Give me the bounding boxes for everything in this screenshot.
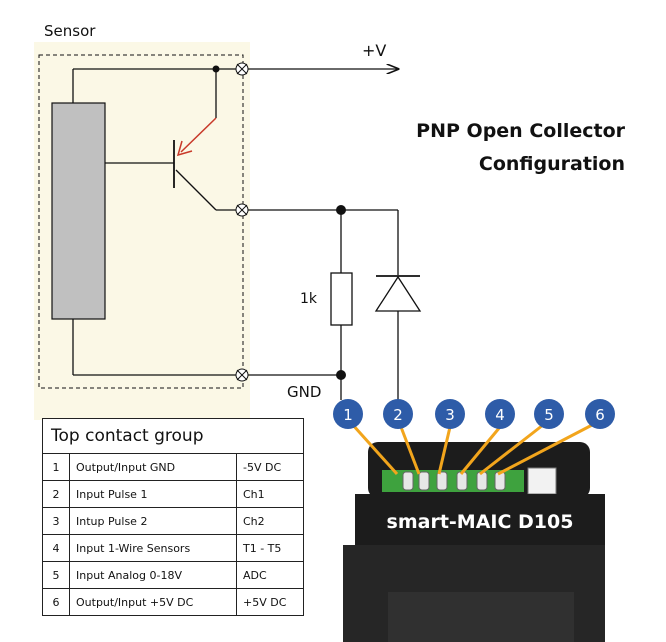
value-cell: +5V DC <box>236 588 304 616</box>
pin-number: 6 <box>595 406 605 424</box>
pin-number: 4 <box>495 406 505 424</box>
function-cell: Input Pulse 1 <box>69 480 237 508</box>
table-row: 4 Input 1-Wire Sensors T1 - T5 <box>42 534 304 562</box>
function-cell: Input Analog 0-18V <box>69 561 237 589</box>
pin-num-cell: 6 <box>42 588 70 616</box>
device: smart-MAIC D105 <box>343 442 605 642</box>
table-row: 2 Input Pulse 1 Ch1 <box>42 480 304 508</box>
pin-badge: 4 <box>485 399 515 429</box>
value-cell: ADC <box>236 561 304 589</box>
emitter-arrow-shaft <box>180 117 217 153</box>
resistor <box>330 272 353 326</box>
function-cell: Output/Input GND <box>69 453 237 481</box>
terminal-block <box>382 470 524 492</box>
pin-badge: 1 <box>333 399 363 429</box>
device-name: smart-MAIC D105 <box>387 511 574 533</box>
connector-socket <box>527 467 557 495</box>
config-title-line1: PNP Open Collector <box>416 120 625 142</box>
table-header-row: Top contact group <box>42 418 304 454</box>
value-cell: Ch1 <box>236 480 304 508</box>
pin-badge: 3 <box>435 399 465 429</box>
terminal-screws <box>402 471 506 491</box>
sensor-element <box>51 102 106 320</box>
collector-lead <box>175 169 217 211</box>
pin-number: 1 <box>343 406 353 424</box>
function-cell: Input 1-Wire Sensors <box>69 534 237 562</box>
function-cell: Output/Input +5V DC <box>69 588 237 616</box>
terminal-screw-icon <box>235 368 249 382</box>
pin-num-cell: 1 <box>42 453 70 481</box>
emitter-arrow-icon <box>176 140 193 157</box>
function-cell: Intup Pulse 2 <box>69 507 237 535</box>
pin-badge: 6 <box>585 399 615 429</box>
value-cell: -5V DC <box>236 453 304 481</box>
resistor-label: 1k <box>300 291 318 307</box>
pin-badge: 2 <box>383 399 413 429</box>
pin-number: 3 <box>445 406 455 424</box>
device-body-upper <box>355 494 605 548</box>
diode-icon <box>374 275 422 312</box>
table-row: 3 Intup Pulse 2 Ch2 <box>42 507 304 535</box>
pin-num-cell: 3 <box>42 507 70 535</box>
sensor-label: Sensor <box>44 22 96 40</box>
pin-num-cell: 2 <box>42 480 70 508</box>
value-cell: T1 - T5 <box>236 534 304 562</box>
sensor-boundary <box>38 54 244 389</box>
pin-num-cell: 5 <box>42 561 70 589</box>
table-row: 6 Output/Input +5V DC +5V DC <box>42 588 304 616</box>
table-row: 5 Input Analog 0-18V ADC <box>42 561 304 589</box>
ground-label: GND <box>287 383 321 401</box>
terminal-screw-icon <box>235 62 249 76</box>
table-title: Top contact group <box>42 418 304 454</box>
table-row: 1 Output/Input GND -5V DC <box>42 453 304 481</box>
contact-table: Top contact group 1 Output/Input GND -5V… <box>42 418 304 616</box>
pin-number: 5 <box>544 406 554 424</box>
device-label-slot <box>388 592 574 642</box>
pin-num-cell: 4 <box>42 534 70 562</box>
terminal-screw-icon <box>235 203 249 217</box>
pin-badge: 5 <box>534 399 564 429</box>
supply-label: +V <box>362 41 386 60</box>
config-title-line2: Configuration <box>479 153 625 175</box>
pin-number: 2 <box>393 406 403 424</box>
pin-leaders <box>350 422 595 476</box>
value-cell: Ch2 <box>236 507 304 535</box>
